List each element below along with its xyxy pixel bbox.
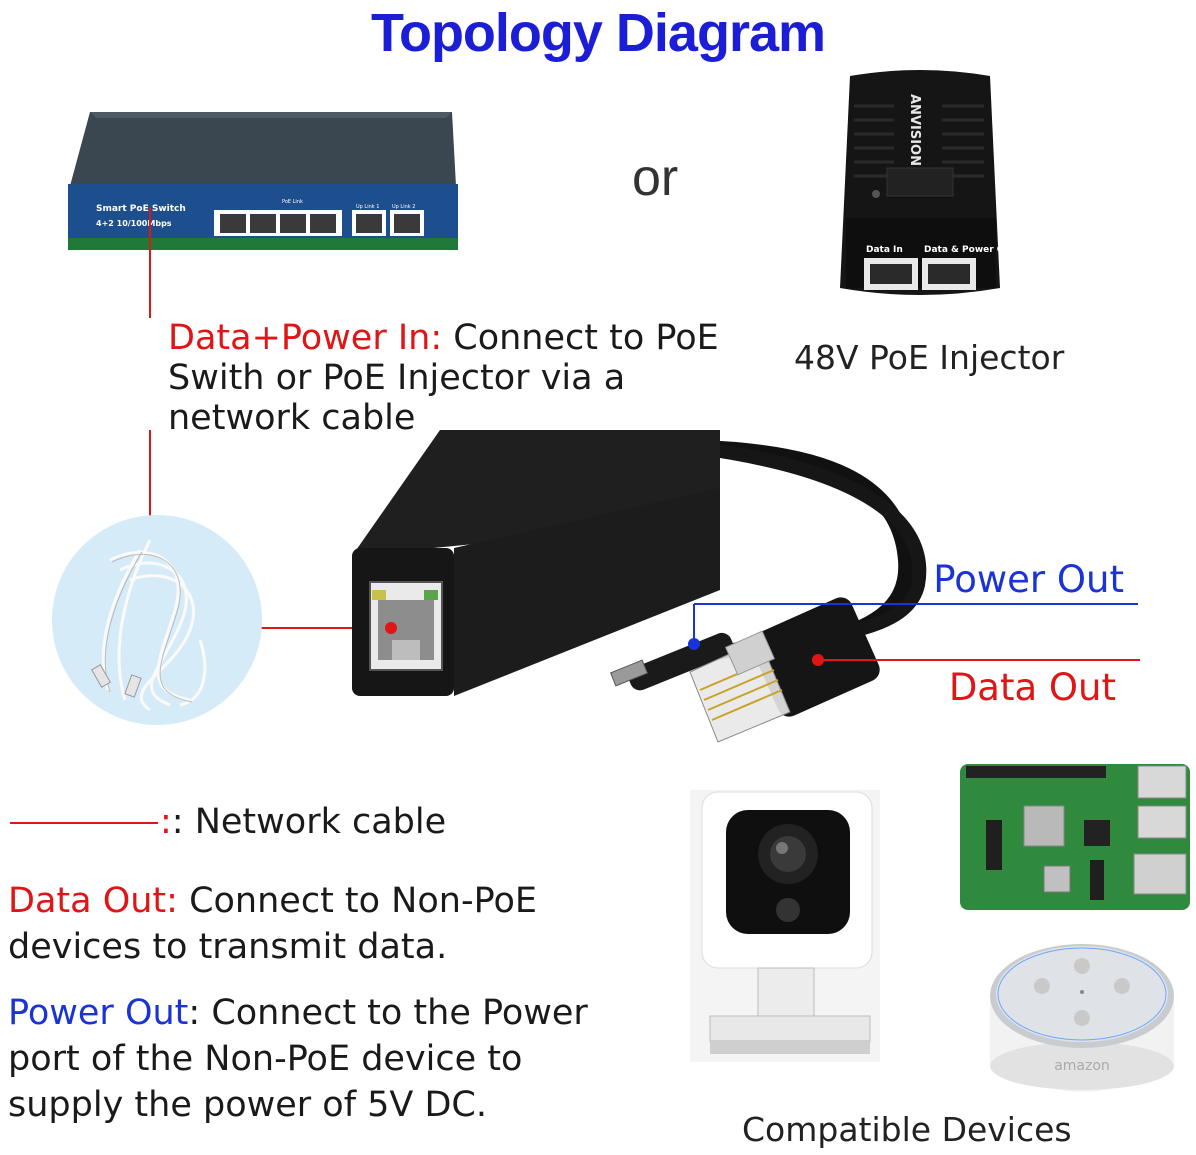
port-led-right: [424, 590, 438, 600]
data-out-desc-text-2: devices to transmit data.: [8, 927, 448, 967]
data-out-dot: [812, 654, 824, 666]
or-label: or: [632, 149, 679, 207]
injector-port-label-left: Data In: [866, 245, 903, 255]
echo-logo: amazon: [1054, 1058, 1110, 1074]
injector-port-label-right: Data & Power Out: [924, 245, 1008, 255]
switch-port-1: [220, 214, 246, 233]
injector-data-power-out-port: [928, 264, 970, 284]
switch-brand-line2: 4+2 10/100Mbps: [96, 219, 172, 228]
data-power-in-description: Data+Power In: Connect to PoE Swith or P…: [168, 318, 758, 438]
switch-uplink-label-1: Up Link 1: [356, 204, 379, 210]
micro-usb-connector: [609, 632, 734, 691]
switch-uplink-label-2: Up Link 2: [392, 204, 415, 210]
power-out-desc-text-3: supply the power of 5V DC.: [8, 1085, 487, 1125]
power-out-line-label: Power Out: [933, 558, 1124, 601]
switch-brand-line1: Smart PoE Switch: [96, 204, 186, 214]
switch-uplink-port-2: [394, 214, 420, 233]
switch-uplink-port-1: [356, 214, 382, 233]
power-out-desc-label: Power Out: [8, 993, 189, 1033]
injector-caption: 48V PoE Injector: [794, 338, 1065, 377]
data-out-description: Data Out: Connect to Non-PoE devices to …: [8, 878, 648, 970]
power-out-desc-text-1: : Connect to the Power: [188, 993, 588, 1033]
power-out-dot: [688, 638, 700, 650]
data-out-line-label: Data Out: [949, 666, 1116, 709]
data-power-in-text-2: Swith or PoE Injector via a: [168, 358, 626, 398]
switch-port-group-label: PoE Link: [282, 199, 303, 205]
data-power-in-text-1: Connect to PoE: [442, 318, 719, 358]
rj45-plug: [689, 597, 880, 743]
power-out-desc-text-2: port of the Non-PoE device to: [8, 1039, 523, 1079]
data-out-desc-label: Data Out:: [8, 881, 178, 921]
port-led-left: [372, 590, 386, 600]
poe-switch-image: Smart PoE Switch 4+2 10/100Mbps PoE Link…: [68, 112, 458, 250]
page-title: Topology Diagram: [370, 3, 826, 63]
data-power-in-label: Data+Power In:: [168, 318, 443, 358]
data-out-desc-text-1: Connect to Non-PoE: [177, 881, 537, 921]
cable-coil-icon: [101, 539, 207, 712]
poe-splitter-image: [352, 430, 720, 696]
legend-network-cable-text: :: Network cable: [160, 802, 447, 842]
cable-coil-background: [52, 515, 262, 725]
power-out-description: Power Out: Connect to the Power port of …: [8, 990, 658, 1128]
injector-brand: ANVISION: [907, 94, 922, 166]
raspberry-pi-image: [960, 764, 1190, 910]
switch-port-4: [310, 214, 336, 233]
compatible-devices-image: amazon: [690, 764, 1190, 1092]
injector-led: [872, 190, 880, 198]
poe-injector-image: ANVISION Data In Data & Power Out: [840, 70, 1008, 295]
security-camera-image: [690, 790, 880, 1062]
data-power-in-dot: [385, 622, 397, 634]
echo-dot-image: amazon: [990, 944, 1174, 1092]
legend-text: : Network cable: [171, 802, 447, 842]
switch-port-2: [250, 214, 276, 233]
injector-data-in-port: [870, 264, 912, 284]
switch-port-3: [280, 214, 306, 233]
compatible-devices-caption: Compatible Devices: [742, 1110, 1072, 1149]
data-power-in-text-3: network cable: [168, 398, 416, 438]
